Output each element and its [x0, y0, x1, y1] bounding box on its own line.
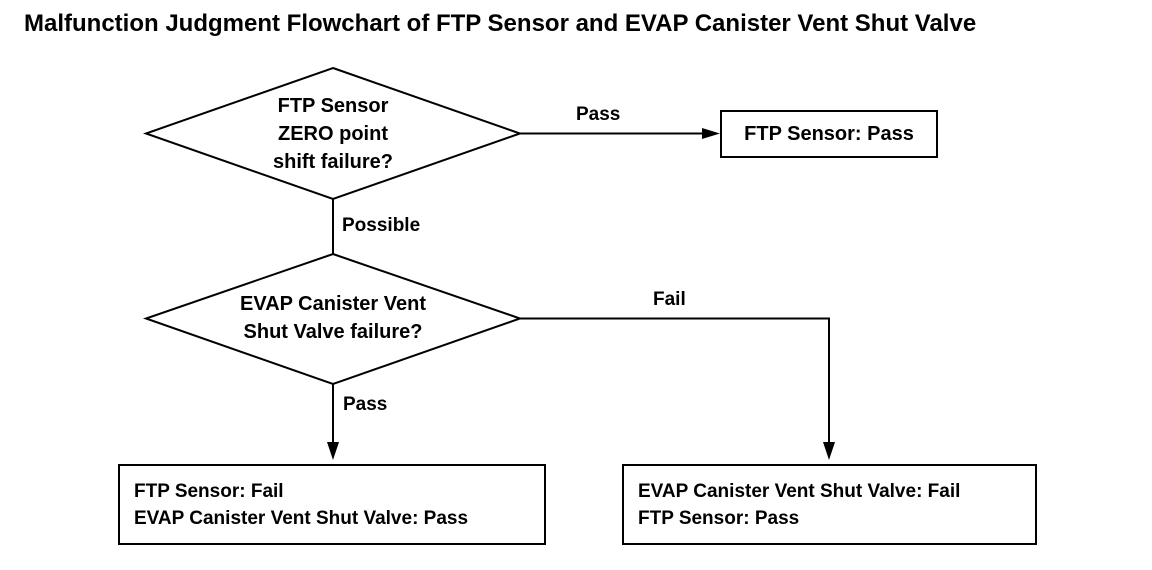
edge-label-possible: Possible: [342, 215, 421, 236]
arrowhead-ftp-pass: [702, 128, 720, 139]
decision-ftp-zero-shift-text: FTP Sensor ZERO point shift failure?: [183, 92, 483, 176]
result-text-line: FTP Sensor: Fail: [134, 480, 284, 502]
edge-label-fail: Fail: [653, 289, 686, 310]
connector-evap-fail: [520, 317, 830, 442]
result-text-line: EVAP Canister Vent Shut Valve: Fail: [638, 480, 961, 502]
result-text-line: FTP Sensor: Pass: [638, 507, 800, 529]
edge-label-pass-bottom: Pass: [343, 394, 388, 415]
decision-text-line: EVAP Canister Vent: [240, 293, 426, 315]
decision-text-line: FTP Sensor: [277, 95, 389, 117]
result-box-evap-fail: EVAP Canister Vent Shut Valve: Fail FTP …: [622, 464, 1037, 545]
result-text-line: FTP Sensor: Pass: [744, 122, 914, 145]
decision-text-line: shift failure?: [272, 151, 393, 173]
result-box-ftp-fail: FTP Sensor: Fail EVAP Canister Vent Shut…: [118, 464, 546, 545]
arrowhead-evap-fail: [823, 442, 835, 460]
arrowhead-evap-pass: [327, 442, 339, 460]
result-box-ftp-pass: FTP Sensor: Pass: [720, 110, 938, 158]
result-text-line: EVAP Canister Vent Shut Valve: Pass: [134, 507, 469, 529]
edge-label-pass-top: Pass: [576, 104, 621, 125]
decision-text-line: ZERO point: [278, 123, 388, 145]
page-title: Malfunction Judgment Flowchart of FTP Se…: [24, 10, 977, 37]
decision-evap-vent-valve-text: EVAP Canister Vent Shut Valve failure?: [183, 290, 483, 346]
decision-text-line: Shut Valve failure?: [243, 321, 423, 343]
